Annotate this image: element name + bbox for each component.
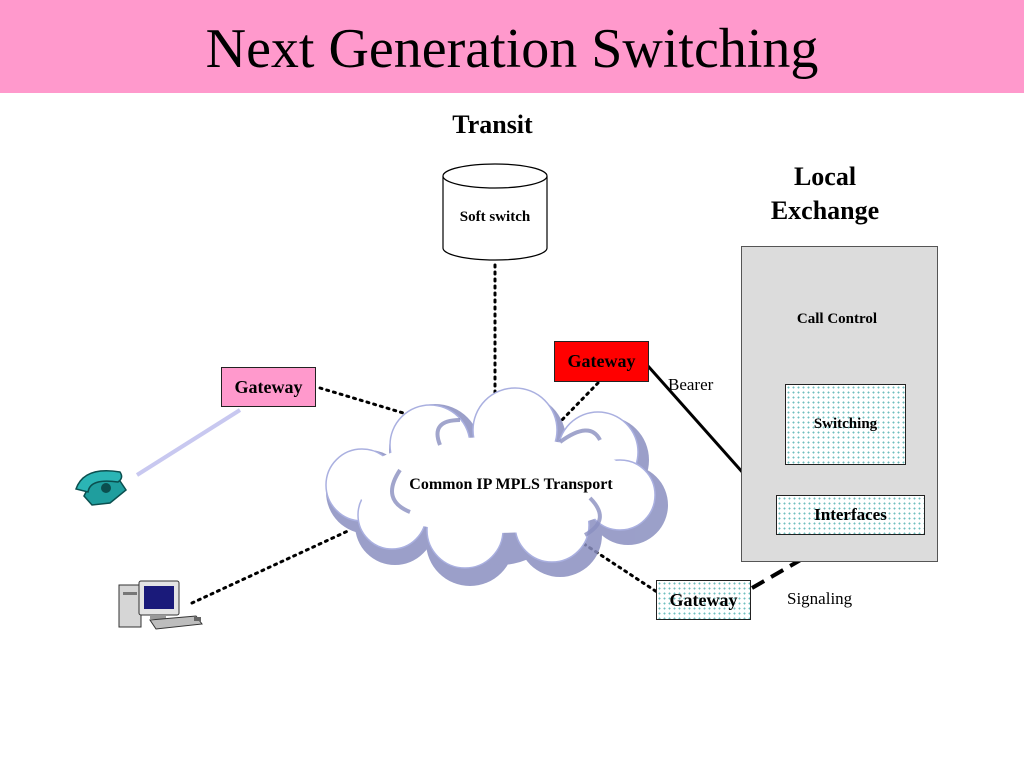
gateway-red: Gateway — [554, 341, 649, 382]
switching-box: Switching — [785, 384, 906, 465]
bearer-label: Bearer — [668, 375, 714, 394]
left-gateway-cloud-link — [318, 386, 422, 420]
cloud-inner-shading — [390, 418, 602, 537]
red-gateway-cloud-link — [558, 381, 600, 424]
title-band — [0, 0, 1024, 93]
gateway-left: Gateway — [221, 367, 316, 407]
interfaces-box: Interfaces — [776, 495, 925, 535]
interfaces-label: Interfaces — [814, 505, 887, 524]
cloud-label: Common IP MPLS Transport — [409, 476, 613, 493]
call-control-label: Call Control — [796, 311, 878, 327]
computer-icon — [118, 580, 203, 630]
local-exchange-label-line1: Local — [793, 162, 857, 191]
signaling-label: Signaling — [787, 589, 853, 608]
gateway-red-label: Gateway — [567, 351, 636, 371]
gateway-bottom-label: Gateway — [669, 589, 738, 610]
gateway-left-label: Gateway — [234, 376, 303, 397]
computer-cloud-link — [190, 528, 352, 605]
page-title: Next Generation Switching — [205, 18, 819, 80]
telephone-icon — [75, 470, 128, 506]
gateway-bottom: Gateway — [656, 580, 751, 620]
transit-label: Transit — [452, 110, 533, 139]
switching-label: Switching — [813, 416, 878, 432]
softswitch-label: Soft switch — [459, 209, 531, 225]
cloud-core — [355, 437, 635, 533]
phone-gateway-link — [135, 408, 242, 477]
softswitch-cylinder — [442, 163, 548, 261]
local-exchange-label-line2: Exchange — [770, 196, 880, 225]
